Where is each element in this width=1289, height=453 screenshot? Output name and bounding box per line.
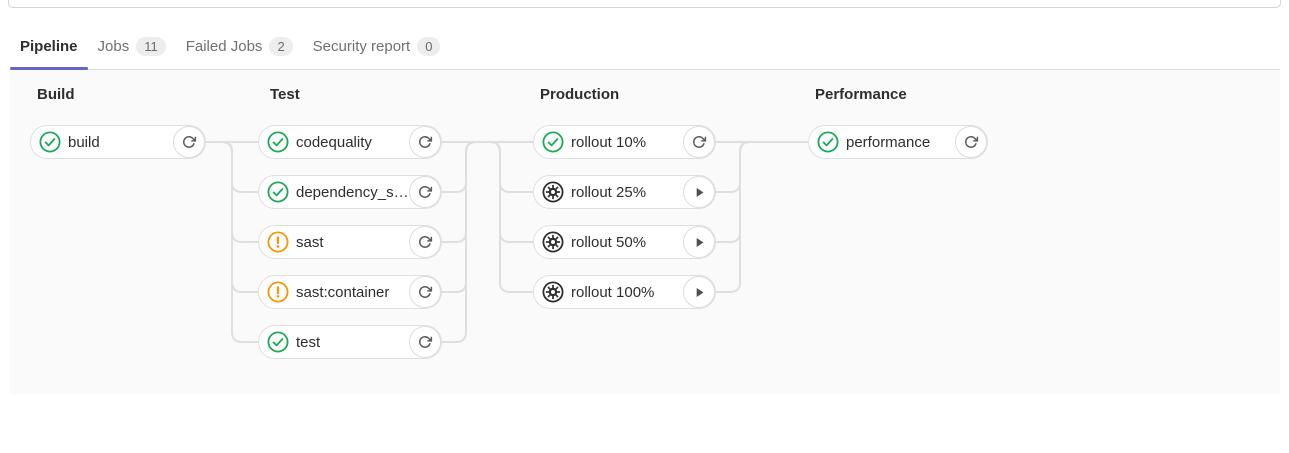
- job-label: rollout 100%: [571, 283, 655, 301]
- job-rollout-100[interactable]: rollout 100%: [533, 275, 716, 309]
- play-job-button[interactable]: [683, 176, 715, 208]
- job-label: performance: [846, 133, 931, 151]
- retry-icon: [418, 135, 432, 148]
- retry-icon: [182, 135, 196, 148]
- job-label: test: [296, 333, 321, 351]
- job-rollout-50[interactable]: rollout 50%: [533, 225, 716, 259]
- job-rollout-10[interactable]: rollout 10%: [533, 125, 716, 159]
- job-sast[interactable]: sast: [258, 225, 442, 259]
- retry-job-button[interactable]: [173, 126, 205, 158]
- job-label: rollout 50%: [571, 233, 647, 251]
- retry-icon: [964, 135, 978, 148]
- previous-panel-edge: [8, 0, 1281, 8]
- retry-icon: [692, 135, 706, 148]
- job-label: dependency_s…: [296, 183, 409, 201]
- play-icon: [696, 237, 703, 247]
- tab-security-report-label: Security report: [312, 38, 411, 55]
- tab-failed-jobs[interactable]: Failed Jobs 2: [176, 24, 303, 69]
- retry-icon: [418, 235, 432, 248]
- tab-jobs-label: Jobs: [97, 38, 130, 55]
- job-label: rollout 25%: [571, 183, 647, 201]
- play-job-button[interactable]: [683, 226, 715, 258]
- security-report-count-badge: 0: [417, 37, 441, 56]
- job-dependency-scanning[interactable]: dependency_s…: [258, 175, 442, 209]
- job-sast-container[interactable]: sast:container: [258, 275, 442, 309]
- retry-job-button[interactable]: [955, 126, 987, 158]
- pipeline-tabbar: Pipeline Jobs 11 Failed Jobs 2 Security …: [10, 24, 1280, 70]
- status-warning-icon: [267, 281, 289, 303]
- jobs-count-badge: 11: [136, 37, 166, 56]
- retry-job-button[interactable]: [409, 326, 441, 358]
- tab-jobs[interactable]: Jobs 11: [88, 24, 176, 69]
- retry-icon: [418, 285, 432, 298]
- retry-job-button[interactable]: [409, 226, 441, 258]
- play-job-button[interactable]: [683, 276, 715, 308]
- retry-job-button[interactable]: [409, 176, 441, 208]
- status-manual-icon: [542, 231, 564, 253]
- status-manual-icon: [542, 281, 564, 303]
- job-build[interactable]: build: [30, 125, 206, 159]
- status-success-icon: [39, 131, 61, 153]
- status-warning-icon: [267, 231, 289, 253]
- retry-job-button[interactable]: [409, 126, 441, 158]
- job-codequality[interactable]: codequality: [258, 125, 442, 159]
- job-performance[interactable]: performance: [808, 125, 988, 159]
- play-icon: [696, 187, 703, 197]
- status-success-icon: [817, 131, 839, 153]
- status-success-icon: [267, 331, 289, 353]
- job-label: sast: [296, 233, 324, 251]
- active-tab-indicator: [10, 67, 88, 70]
- pipeline-graph: Build Test Production Performance build …: [10, 70, 1280, 394]
- failed-jobs-count-badge: 2: [269, 37, 293, 56]
- tab-pipeline[interactable]: Pipeline: [10, 24, 88, 70]
- stage-title-performance: Performance: [815, 86, 907, 103]
- tab-failed-jobs-label: Failed Jobs: [185, 38, 263, 55]
- tab-pipeline-label: Pipeline: [20, 38, 78, 55]
- status-success-icon: [267, 181, 289, 203]
- retry-icon: [418, 335, 432, 348]
- job-rollout-25[interactable]: rollout 25%: [533, 175, 716, 209]
- retry-job-button[interactable]: [409, 276, 441, 308]
- status-manual-icon: [542, 181, 564, 203]
- play-icon: [696, 287, 703, 297]
- retry-icon: [418, 185, 432, 198]
- stage-title-build: Build: [37, 86, 75, 103]
- status-success-icon: [542, 131, 564, 153]
- status-success-icon: [267, 131, 289, 153]
- stage-title-production: Production: [540, 86, 620, 103]
- job-label: sast:container: [296, 283, 390, 301]
- tab-security-report[interactable]: Security report 0: [303, 24, 451, 69]
- retry-job-button[interactable]: [683, 126, 715, 158]
- stage-title-test: Test: [270, 86, 300, 103]
- job-label: build: [68, 133, 100, 151]
- job-label: codequality: [296, 133, 372, 151]
- pipeline-connector-lines: [206, 141, 808, 343]
- job-test[interactable]: test: [258, 325, 442, 359]
- job-label: rollout 10%: [571, 133, 647, 151]
